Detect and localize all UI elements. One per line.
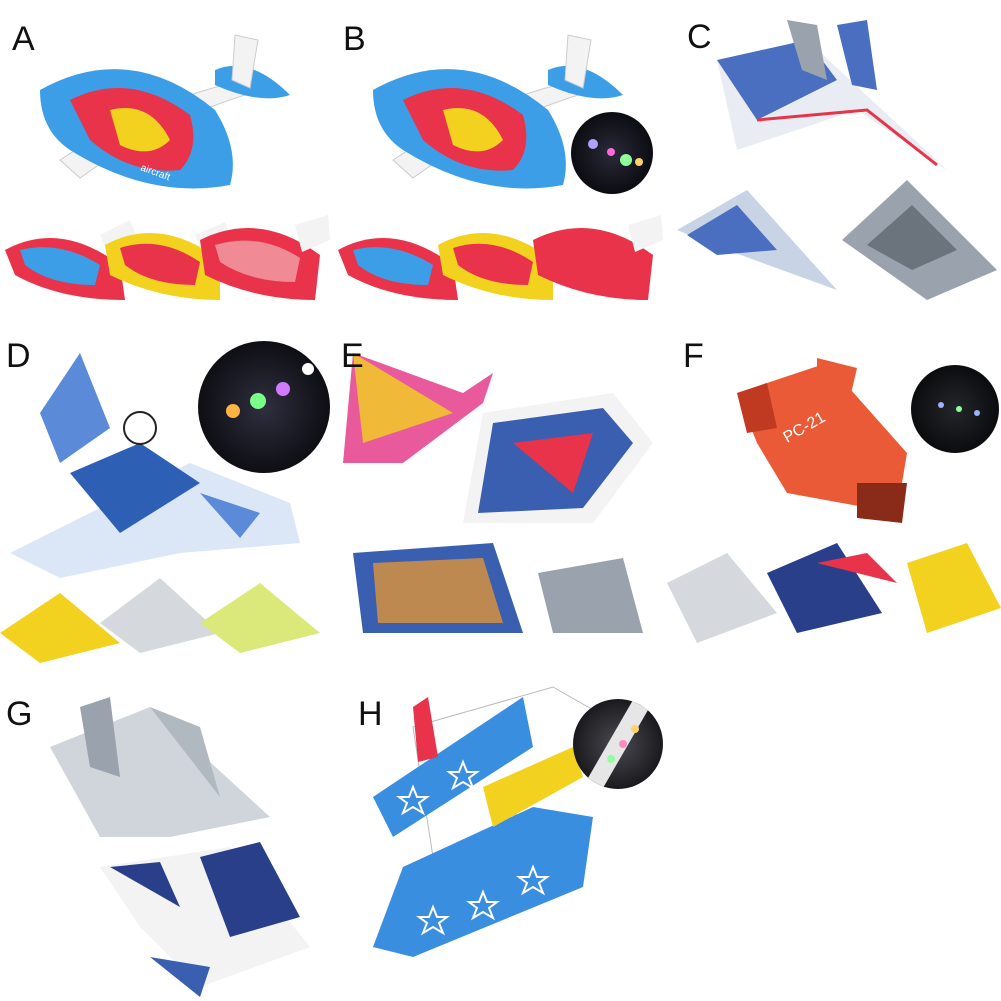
foam-glider-main: [373, 34, 623, 189]
panel-e: E: [333, 333, 667, 667]
panel-h: H: [333, 667, 667, 1001]
panel-label: F: [683, 337, 704, 375]
jet-model-main: [10, 353, 300, 578]
panel-d: D: [0, 333, 333, 667]
panel-label: D: [6, 337, 31, 375]
jet-models: [677, 20, 997, 300]
panel-label: A: [12, 20, 35, 58]
led-light-inset: [911, 365, 999, 453]
panel-f: F PC-21: [667, 333, 1001, 667]
panel-a: A aircraft: [0, 0, 333, 333]
foam-glider-main: aircraft: [40, 34, 290, 189]
panel-label: E: [341, 337, 364, 375]
panel-g: G: [0, 667, 333, 1001]
red-jet-model: PC-21: [737, 358, 907, 523]
led-light-inset: [198, 341, 330, 473]
jet-model-variants: [0, 578, 320, 663]
foam-glider-variants: [338, 215, 663, 300]
led-light-inset: [573, 699, 663, 789]
prop-plane-variants: [667, 543, 1001, 643]
panel-label: G: [6, 695, 33, 733]
panel-label: H: [358, 695, 383, 733]
led-light-inset: [571, 112, 653, 194]
panel-label: C: [687, 18, 712, 56]
panel-c: C: [667, 0, 1001, 333]
panel-b: B: [333, 0, 667, 333]
panel-label: B: [343, 20, 366, 58]
star-glider: [373, 686, 624, 957]
foam-glider-variants: [5, 215, 330, 300]
jet-models: [50, 697, 310, 997]
jet-models: [343, 353, 653, 633]
